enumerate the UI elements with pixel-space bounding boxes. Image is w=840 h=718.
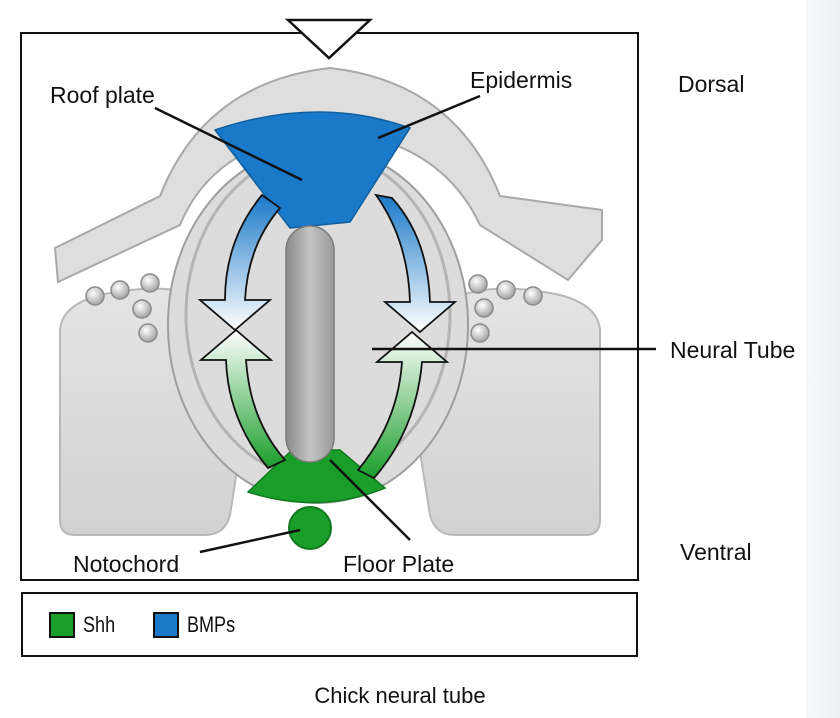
dorsal-triangle-marker xyxy=(284,18,374,60)
epidermis-leader xyxy=(377,94,481,140)
ventral-label: Ventral xyxy=(680,539,752,565)
floor-plate-wedge xyxy=(246,449,387,504)
neural-tube-label: Neural Tube xyxy=(670,337,796,363)
shh-arrow-left xyxy=(198,328,287,470)
page-edge-strip xyxy=(806,0,840,718)
bmps-swatch xyxy=(153,612,179,638)
roof-plate-label: Roof plate xyxy=(50,82,155,108)
floor-plate-label: Floor Plate xyxy=(343,551,454,577)
central-canal xyxy=(285,225,335,463)
bmp-arrow-right xyxy=(373,193,458,334)
shh-arrow-right xyxy=(356,330,450,480)
leader-lines xyxy=(154,94,656,554)
roof-plate-wedge xyxy=(213,111,412,229)
floor-plate-leader xyxy=(329,459,411,541)
legend-item-shh: Shh xyxy=(49,611,122,639)
legend-box: Shh BMPs xyxy=(21,592,638,657)
bmp-arrow-left xyxy=(197,193,282,332)
epidermis-label: Epidermis xyxy=(470,67,572,93)
notochord-label: Notochord xyxy=(73,551,179,577)
figure-caption: Chick neural tube xyxy=(314,683,486,708)
shh-swatch xyxy=(49,612,75,638)
notochord xyxy=(288,506,332,550)
roof-plate-leader xyxy=(154,106,303,182)
mesenchyme-cells-left xyxy=(85,273,160,343)
mesenchyme-cells-right xyxy=(468,274,543,343)
legend-label-shh: Shh xyxy=(83,612,116,637)
legend-item-bmps: BMPs xyxy=(153,611,246,639)
notochord-leader xyxy=(199,528,301,554)
legend-label-bmps: BMPs xyxy=(187,612,236,637)
dorsal-label: Dorsal xyxy=(678,71,745,97)
